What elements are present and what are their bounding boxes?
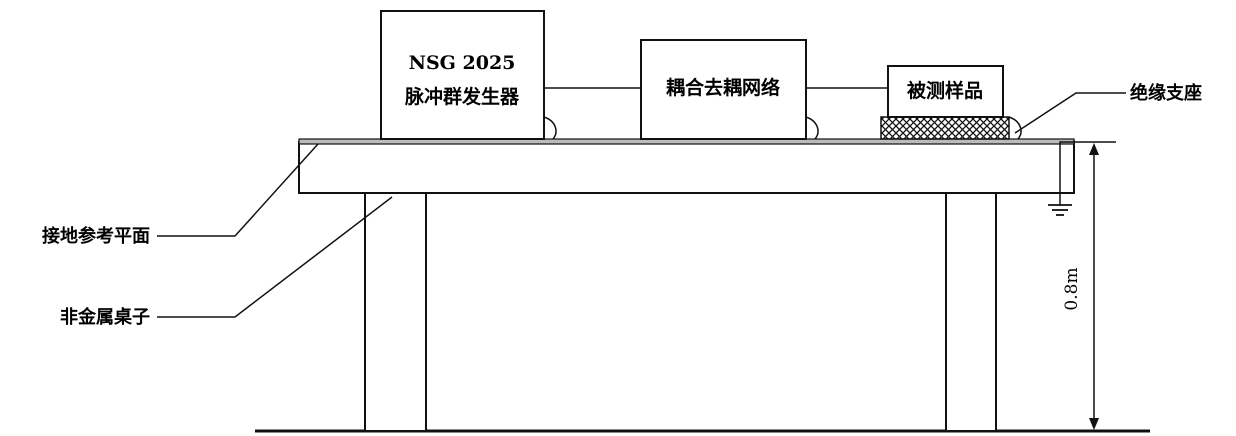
ground-strap-network	[805, 116, 819, 140]
coupling-network-label: 耦合去耦网络	[666, 76, 780, 99]
eut-label: 被测样品	[907, 79, 983, 102]
ground-strap-generator	[543, 116, 557, 140]
leader-non-metal-table	[157, 196, 393, 318]
coupling-network-box	[640, 39, 807, 140]
generator-label-line1: NSG 2025	[409, 52, 516, 74]
leader-ground-reference-plane	[157, 143, 319, 237]
height-label: 0.8m	[1062, 267, 1082, 310]
insulated-support	[880, 116, 1010, 140]
table-top	[298, 141, 1075, 194]
ground-icon	[1048, 204, 1072, 216]
ground-wire-path	[1059, 141, 1074, 205]
table-left-leg	[364, 192, 427, 432]
generator-box	[380, 10, 545, 140]
ground-strap-eut	[1008, 116, 1022, 140]
ground-reference-plane-label: 接地参考平面	[42, 225, 150, 247]
table-right-leg	[945, 192, 997, 432]
insulated-support-label: 绝缘支座	[1130, 82, 1202, 104]
generator-label-line2: 脉冲群发生器	[404, 85, 520, 108]
leader-insulated-support	[1014, 92, 1126, 134]
non-metal-table-label: 非金属桌子	[60, 306, 150, 328]
height-dimension	[1074, 141, 1116, 430]
